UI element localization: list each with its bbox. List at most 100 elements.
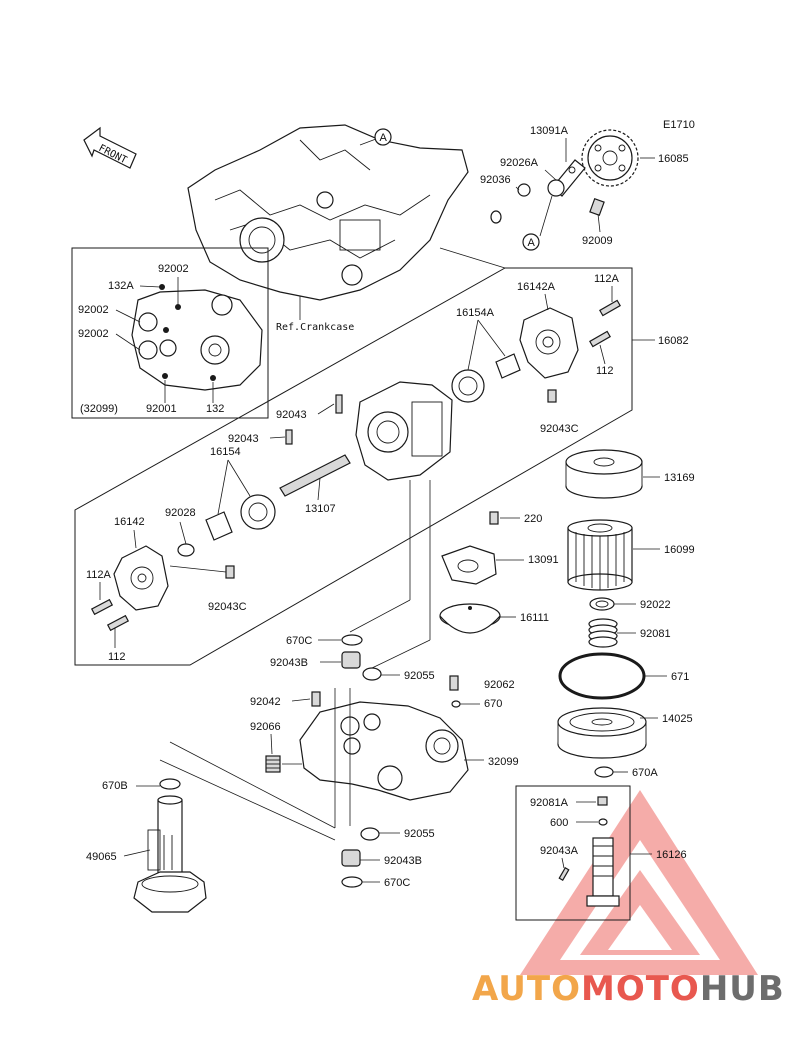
- label-92081: 92081: [640, 628, 671, 640]
- filter-cap-13169: [565, 449, 643, 499]
- svg-text:AUTOMOTOHUB: AUTOMOTOHUB: [472, 969, 785, 1009]
- label-92062: 92062: [484, 679, 515, 691]
- label-16154: 16154: [210, 446, 241, 458]
- label-92055-b: 92055: [404, 828, 435, 840]
- label-13091A: 13091A: [530, 125, 569, 137]
- label-92081A: 92081A: [530, 797, 569, 809]
- label-670B: 670B: [102, 780, 128, 792]
- label-92043-b: 92043: [228, 433, 259, 445]
- relief-valve-16126: [586, 837, 620, 907]
- o-ring-670A: [594, 766, 614, 778]
- oil-pump-gear-16085: [581, 129, 639, 187]
- pump-cover-16142: [113, 545, 169, 611]
- plate-13091: [441, 545, 497, 585]
- label-112-left: 112: [108, 651, 126, 663]
- washer-92022: [589, 597, 615, 611]
- o-ring-670: [451, 700, 461, 708]
- group-box-16126: [515, 785, 631, 921]
- pin-92043C-left: [225, 565, 235, 579]
- label-92043-a: 92043: [276, 409, 307, 421]
- label-92028: 92028: [165, 507, 196, 519]
- bolt-112A-top: [599, 299, 621, 317]
- ref-crankcase-label: Ref.Crankcase: [276, 322, 354, 333]
- label-49065: 49065: [86, 851, 117, 863]
- rotor-set-16154: [205, 494, 276, 541]
- oil-filter-16099: [567, 519, 633, 591]
- pin-92043A: [558, 866, 570, 882]
- spring-92066: [265, 755, 281, 773]
- callout-a-circle: [522, 233, 540, 251]
- watermark-text: AUTOMOTOHUB: [472, 969, 785, 1009]
- o-ring-92055-b: [360, 827, 380, 841]
- o-ring-92055-a: [362, 667, 382, 681]
- washer-92036: [517, 183, 531, 197]
- oil-strainer-49065: [133, 795, 207, 913]
- pump-cover-16142A: [519, 307, 579, 379]
- label-92026A: 92026A: [500, 157, 539, 169]
- watermark-logo: [520, 790, 758, 975]
- gasket-16111: [439, 603, 501, 634]
- watermark-part-hub: HUB: [700, 969, 785, 1009]
- group-outline-16082: [74, 267, 633, 666]
- watermark-part-auto: AUTO: [472, 969, 581, 1009]
- bolt-92009: [589, 197, 605, 217]
- label-600: 600: [550, 817, 568, 829]
- label-92009: 92009: [582, 235, 613, 247]
- pin-92062: [449, 675, 459, 691]
- label-13091: 13091: [528, 554, 559, 566]
- label-13107: 13107: [305, 503, 336, 515]
- bolt-112-left: [106, 614, 130, 632]
- label-92002-c: 92002: [78, 328, 109, 340]
- label-92055-a: 92055: [404, 670, 435, 682]
- label-16111: 16111: [520, 612, 549, 624]
- label-670C-a: 670C: [286, 635, 312, 647]
- spring-92081: [588, 618, 618, 648]
- o-ring-92028: [177, 543, 195, 557]
- label-13169: 13169: [664, 472, 695, 484]
- label-16142: 16142: [114, 516, 145, 528]
- o-ring-670C-b: [341, 876, 363, 888]
- label-670: 670: [484, 698, 502, 710]
- gear-plate-13091A: [547, 159, 586, 197]
- bolt-112-top: [589, 330, 611, 348]
- label-112-top: 112: [596, 365, 614, 377]
- pin-92043-b: [285, 429, 293, 445]
- label-92042: 92042: [250, 696, 281, 708]
- diagram-code: E1710: [663, 119, 695, 131]
- rotor-set-16154A: [451, 353, 521, 403]
- label-112A-top: 112A: [594, 273, 620, 285]
- pin-92043-a: [335, 394, 343, 414]
- watermark-part-moto: MOTO: [581, 969, 700, 1009]
- label-92043C-top: 92043C: [540, 423, 579, 435]
- o-ring-600: [598, 818, 608, 826]
- o-ring-top: [490, 210, 502, 224]
- label-670C-b: 670C: [384, 877, 410, 889]
- label-670A: 670A: [632, 767, 658, 779]
- label-92043B-b: 92043B: [384, 855, 422, 867]
- pump-body-detail: [131, 284, 263, 391]
- label-92043A: 92043A: [540, 845, 579, 857]
- label-92022: 92022: [640, 599, 671, 611]
- label-16126: 16126: [656, 849, 687, 861]
- label-16099: 16099: [664, 544, 695, 556]
- label-92002-a: 92002: [158, 263, 189, 275]
- label-92036: 92036: [480, 174, 511, 186]
- o-ring-671: [558, 652, 646, 700]
- label-32099-box: (32099): [80, 403, 118, 415]
- label-671: 671: [671, 671, 689, 683]
- inset-box-32099: [71, 247, 269, 419]
- collar-92043B-a: [341, 651, 361, 669]
- label-32099: 32099: [488, 756, 519, 768]
- label-112A-left: 112A: [86, 569, 112, 581]
- callout-a-crankcase: A: [380, 132, 388, 144]
- label-16142A: 16142A: [517, 281, 556, 293]
- label-132A: 132A: [108, 280, 134, 292]
- o-ring-670C-a: [341, 634, 363, 646]
- front-arrow-icon: FRONT: [83, 126, 137, 169]
- label-92066: 92066: [250, 721, 281, 733]
- label-92043B-a: 92043B: [270, 657, 308, 669]
- label-132: 132: [206, 403, 224, 415]
- label-14025: 14025: [662, 713, 693, 725]
- callout-a-gear: A: [528, 237, 536, 249]
